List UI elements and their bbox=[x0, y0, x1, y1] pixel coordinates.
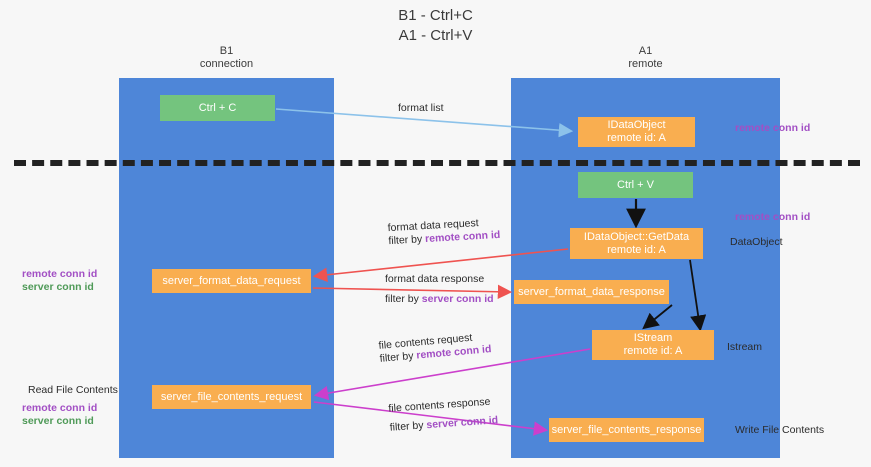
label-format-list: format list bbox=[398, 102, 444, 115]
node-server-file-contents-response-label: server_file_contents_response bbox=[551, 423, 702, 436]
node-server-format-data-request[interactable]: server_format_data_request bbox=[152, 269, 311, 293]
arrow-file-contents-response bbox=[313, 401, 549, 436]
node-ctrl-v-label: Ctrl + V bbox=[617, 178, 654, 191]
side-label-server-conn-id-2: server conn id bbox=[22, 415, 94, 427]
lane-header-b1: B1 connection bbox=[119, 45, 334, 71]
label-format-data-response: format data response filter by server co… bbox=[385, 273, 494, 306]
lane-b1-subtitle: connection bbox=[199, 58, 254, 70]
node-getdata-title: IDataObject::GetData bbox=[583, 230, 690, 243]
label-format-list-text: format list bbox=[398, 102, 444, 114]
node-server-file-contents-request[interactable]: server_file_contents_request bbox=[152, 385, 311, 409]
lane-header-a1: A1 remote bbox=[511, 45, 780, 71]
node-server-format-data-request-label: server_format_data_request bbox=[162, 274, 301, 287]
filter-prefix: filter by bbox=[379, 349, 417, 365]
arrow-format-data-response bbox=[312, 284, 513, 299]
phase-divider bbox=[14, 160, 860, 166]
side-label-remote-conn-id-top: remote conn id bbox=[735, 122, 811, 134]
lane-a1-name: A1 bbox=[638, 45, 653, 57]
node-istream-subtitle: remote id: A bbox=[623, 345, 683, 357]
filter-prefix: filter by bbox=[388, 233, 426, 248]
node-ctrl-c[interactable]: Ctrl + C bbox=[160, 95, 275, 121]
arrow-format-data-request bbox=[312, 248, 569, 282]
node-server-format-data-response[interactable]: server_format_data_response bbox=[514, 280, 669, 304]
side-label-conn-ids-bottom: remote conn id server conn id bbox=[22, 402, 97, 428]
label-format-data-response-text: format data response bbox=[385, 273, 485, 285]
side-label-remote-conn-id-2: remote conn id bbox=[22, 402, 98, 414]
arrow-format-list bbox=[275, 108, 574, 138]
lane-b1-name: B1 bbox=[219, 45, 234, 57]
filter-prefix: filter by bbox=[389, 419, 427, 434]
filter-prefix: filter by bbox=[385, 293, 422, 305]
node-idataobject-title: IDataObject bbox=[607, 119, 666, 131]
side-label-read-file-contents: Read File Contents bbox=[28, 384, 118, 396]
node-server-file-contents-request-label: server_file_contents_request bbox=[160, 390, 303, 403]
side-label-write-file-contents: Write File Contents bbox=[735, 424, 825, 436]
title-line-1: B1 - Ctrl+C bbox=[398, 7, 473, 24]
node-idataobject[interactable]: IDataObject remote id: A bbox=[578, 117, 695, 147]
node-istream[interactable]: IStream remote id: A bbox=[592, 330, 714, 360]
node-idataobject-subtitle: remote id: A bbox=[607, 132, 666, 144]
node-ctrl-v[interactable]: Ctrl + V bbox=[578, 172, 693, 198]
side-label-remote-conn-id-1: remote conn id bbox=[22, 268, 98, 280]
side-label-dataobject: DataObject bbox=[730, 236, 783, 248]
node-server-format-data-response-label: server_format_data_response bbox=[518, 285, 665, 298]
lane-a1-subtitle: remote bbox=[628, 58, 663, 70]
node-ctrl-c-label: Ctrl + C bbox=[198, 101, 237, 114]
side-label-server-conn-id-1: server conn id bbox=[22, 281, 94, 293]
arrow-response-to-istream bbox=[642, 304, 673, 330]
node-istream-title: IStream bbox=[633, 332, 673, 344]
filter-key-server-conn-id: server conn id bbox=[421, 293, 494, 305]
side-label-conn-ids-top: remote conn id server conn id bbox=[22, 268, 97, 294]
label-format-data-response-filter: filter by server conn id bbox=[385, 293, 494, 306]
arrow-file-contents-request bbox=[313, 348, 591, 401]
arrow-getdata-to-istream bbox=[689, 259, 707, 332]
node-getdata-subtitle: remote id: A bbox=[607, 243, 666, 256]
page-title: B1 - Ctrl+C A1 - Ctrl+V bbox=[0, 6, 871, 46]
title-line-2: A1 - Ctrl+V bbox=[398, 27, 473, 44]
side-label-istream: Istream bbox=[727, 341, 763, 353]
side-label-remote-conn-id-mid: remote conn id bbox=[735, 211, 811, 223]
node-server-file-contents-response[interactable]: server_file_contents_response bbox=[549, 418, 704, 442]
node-idataobject-getdata[interactable]: IDataObject::GetData remote id: A bbox=[570, 228, 703, 259]
